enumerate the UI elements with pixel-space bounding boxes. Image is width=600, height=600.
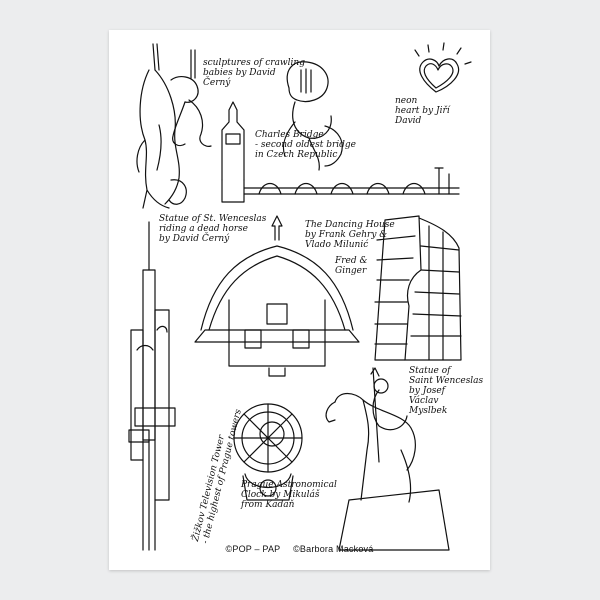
hanging-horse-drawing xyxy=(136,43,187,209)
charles-bridge-drawing xyxy=(221,101,460,203)
fred-ginger-caption: Fred & Ginger xyxy=(335,256,368,276)
credit-publisher: ©POP – PAP xyxy=(225,544,281,554)
crawling-baby-drawing xyxy=(170,49,212,147)
zizkov-tower-drawing xyxy=(128,221,176,551)
credit-author: ©Barbora Macková xyxy=(293,544,374,554)
wenceslas-statue-drawing xyxy=(325,367,450,551)
charles-bridge-caption: Charles Bridge - second oldest bridge in… xyxy=(255,130,356,160)
baby-sculpture-drawing xyxy=(282,61,343,171)
wenceslas-caption: Statue of Saint Wenceslas by Josef Václa… xyxy=(409,366,484,416)
dancing-house-caption: The Dancing House by Frank Gehry & Vlado… xyxy=(305,220,395,250)
heart-caption: neon heart by Jiří David xyxy=(395,96,450,126)
astronomical-clock-drawing xyxy=(233,403,303,501)
dead-horse-caption: Statue of St. Wenceslas riding a dead ho… xyxy=(159,214,267,244)
astronomical-clock-caption: Prague Astronomical Clock by Mikuláš fro… xyxy=(241,480,337,510)
line-art-illustrations xyxy=(128,42,472,551)
poster-card: sculptures of crawling babies by David Č… xyxy=(109,30,490,570)
dancing-house-drawing xyxy=(374,215,462,361)
babies-caption: sculptures of crawling babies by David Č… xyxy=(203,58,305,88)
credits-line: ©POP – PAP ©Barbora Macková xyxy=(109,544,490,554)
neon-heart-drawing xyxy=(414,42,472,93)
clock-tower-house-drawing xyxy=(194,215,360,377)
